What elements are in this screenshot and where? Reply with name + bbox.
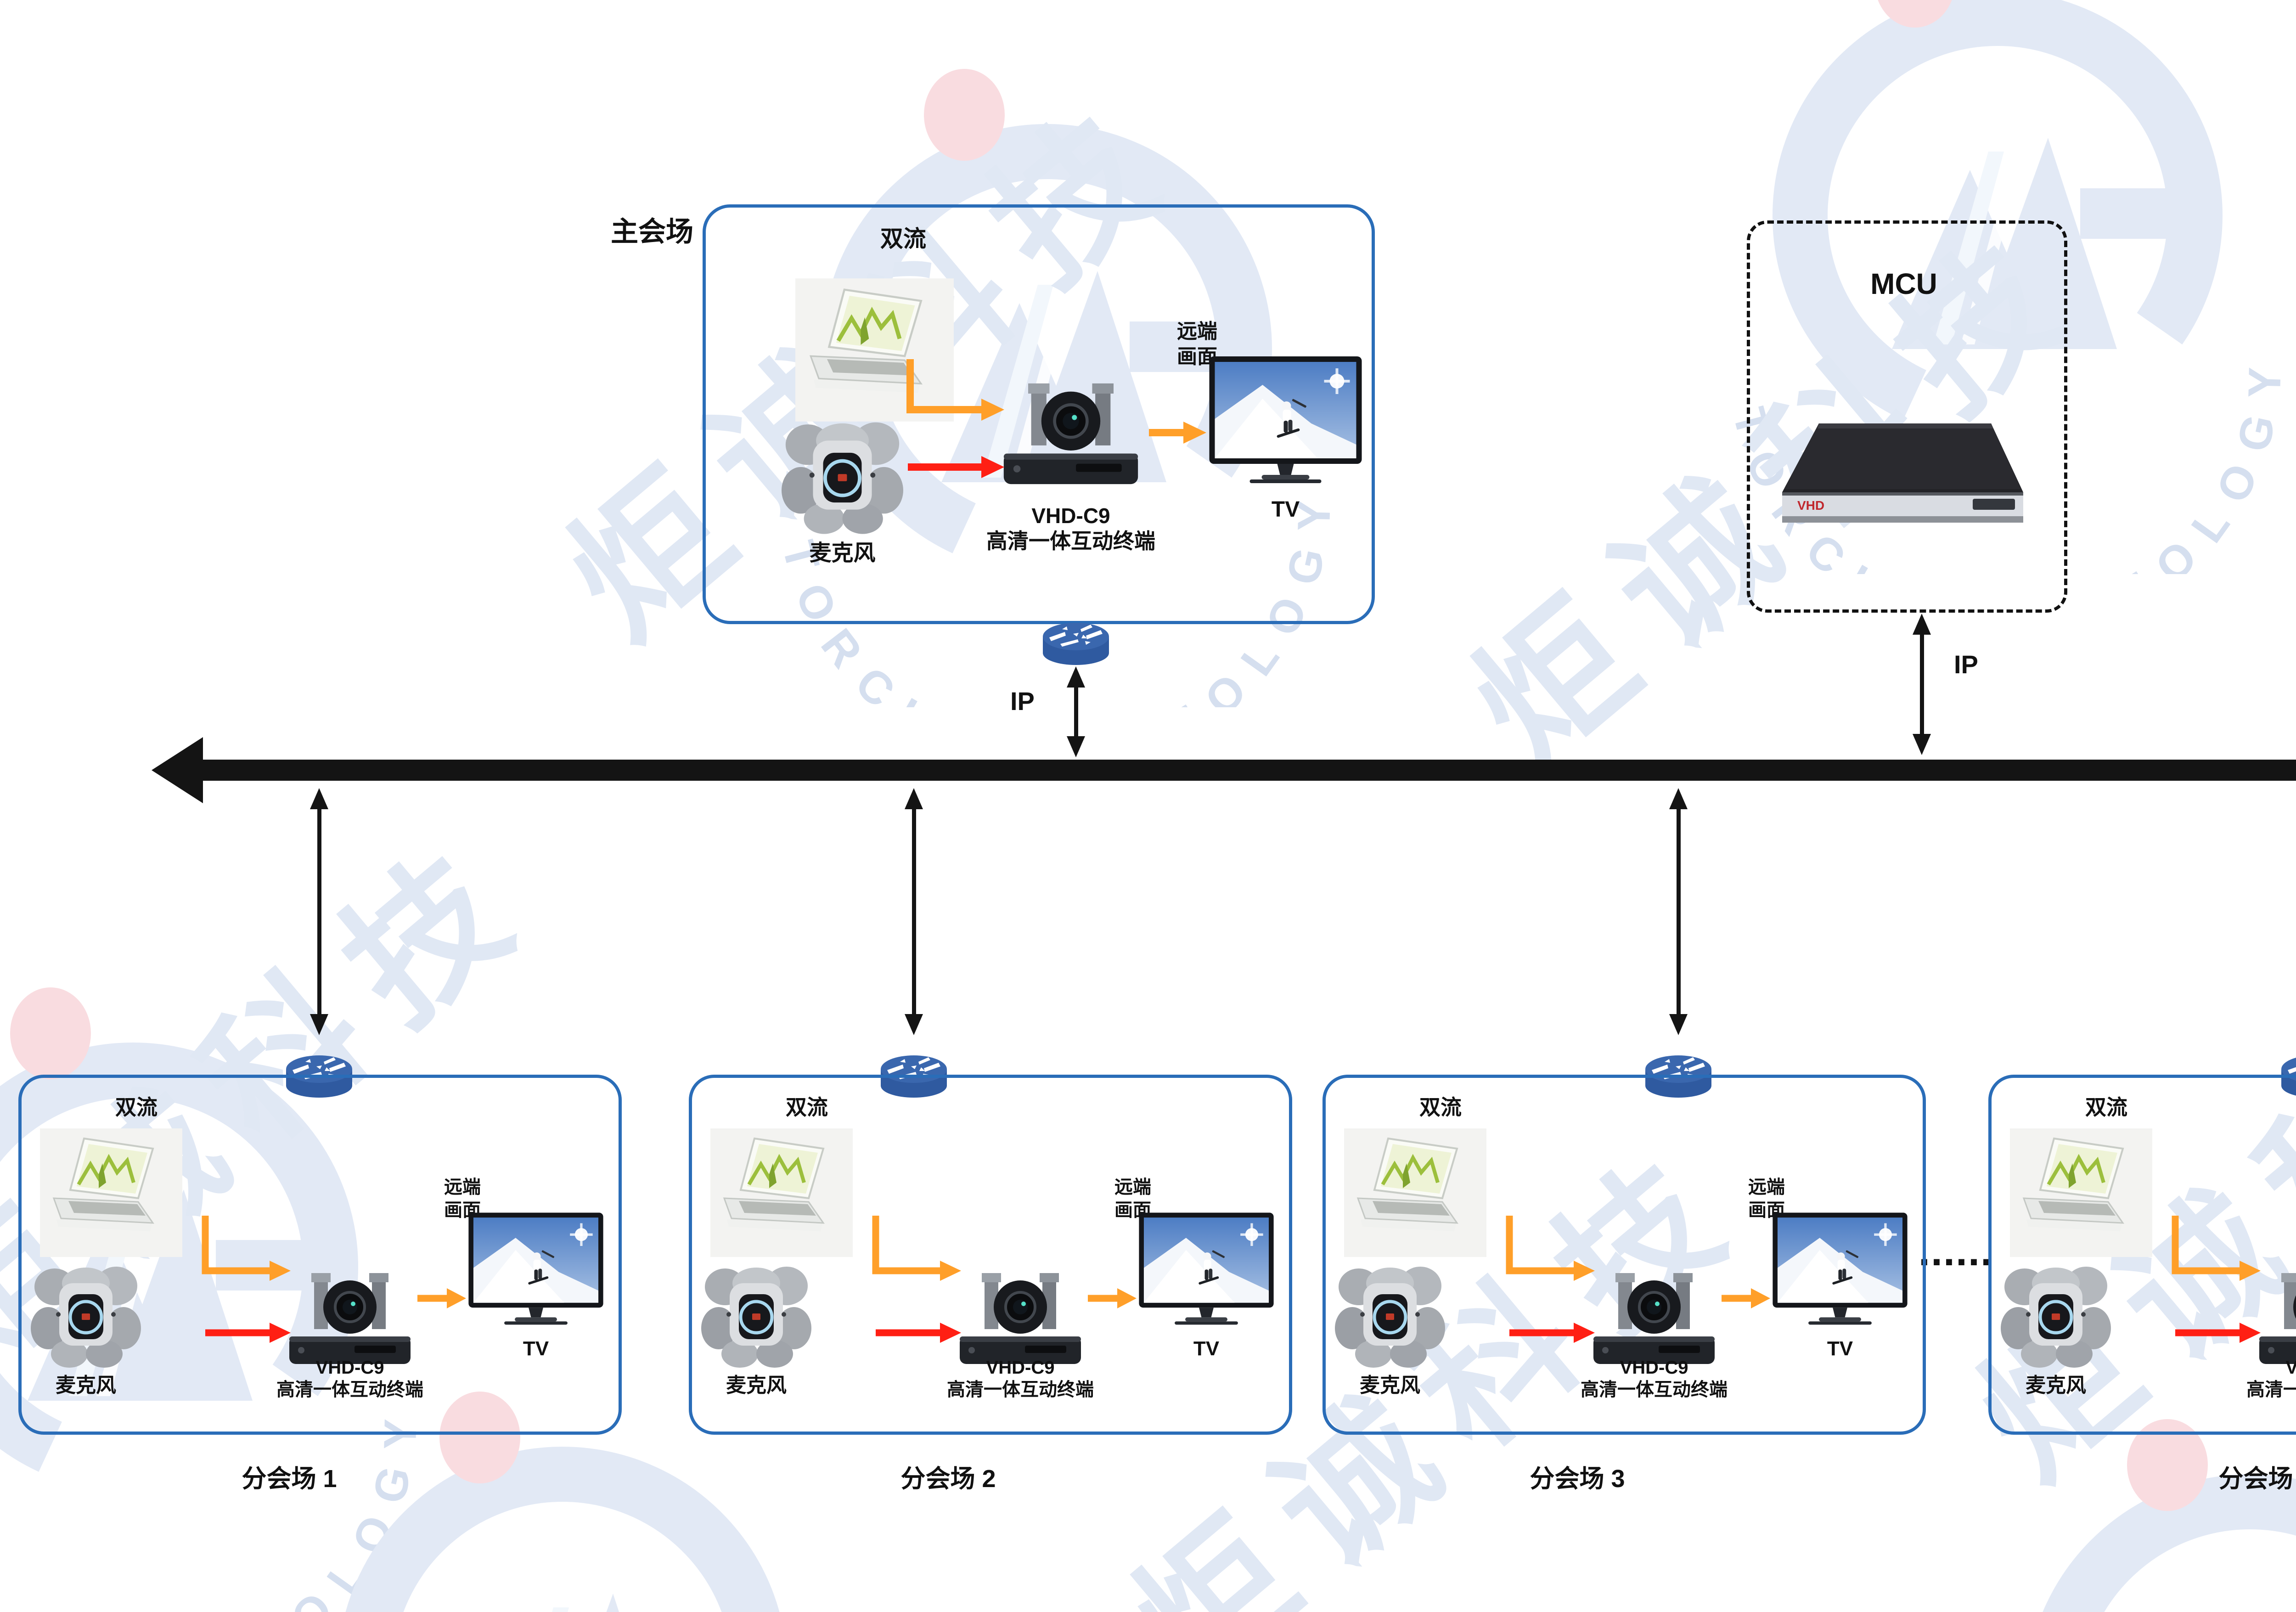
- remote-view-label-line1: 远端: [1114, 1177, 1151, 1197]
- main-venue-box: 双流 麦克风 VHD-C9 高清一体互动终端 远端 画面 TV: [703, 204, 1375, 624]
- more-venues-ellipsis: ......: [1919, 1229, 1993, 1274]
- terminal-model-label: VHD-C9: [315, 1358, 384, 1378]
- mcu-server-icon: [1775, 398, 2032, 550]
- terminal-name-label: 高清一体互动终端: [276, 1380, 423, 1400]
- terminal-model-label: VHD-C9: [986, 1358, 1055, 1378]
- tv-label: TV: [1271, 497, 1300, 522]
- ip-label-main: IP: [1010, 687, 1035, 716]
- mcu-title: MCU: [1870, 267, 1937, 300]
- signal-flow-arrows: [692, 1078, 1289, 1432]
- bus-link-venue-3: [1669, 788, 1688, 1035]
- terminal-model-label: VHD-C9: [1031, 504, 1110, 528]
- ip-network-bus: [152, 737, 2296, 803]
- tv-label: TV: [1193, 1337, 1220, 1360]
- remote-view-label-line1: 远端: [1748, 1177, 1785, 1197]
- branch-venue-box: 双流 麦克风 VHD-C9 高清一体互动终端 远端 画面 TV: [18, 1075, 622, 1435]
- terminal-model-label: VHD-C9: [2285, 1358, 2296, 1378]
- signal-flow-arrows: [1992, 1078, 2296, 1432]
- venue-name-3: 分会场 3: [1530, 1465, 1625, 1493]
- dual-stream-label: 双流: [1419, 1095, 1462, 1119]
- microphone-label: 麦克风: [1360, 1374, 1420, 1397]
- venue-name-2: 分会场 2: [900, 1465, 996, 1493]
- terminal-name-label: 高清一体互动终端: [947, 1380, 1094, 1400]
- terminal-name-label: 高清一体互动终端: [2246, 1380, 2296, 1400]
- terminal-name-label: 高清一体互动终端: [1581, 1380, 1728, 1400]
- branch-venue-box: 双流 麦克风 VHD-C9 高清一体互动终端 远端 画面 TV: [689, 1075, 1292, 1435]
- signal-flow-arrows: [22, 1078, 619, 1432]
- mcu-box: MCU: [1747, 220, 2067, 613]
- branch-venue-box: 双流 麦克风 VHD-C9 高清一体互动终端 远端 画面 TV: [1322, 1075, 1926, 1435]
- microphone-label: 麦克风: [2026, 1374, 2086, 1397]
- dual-stream-label: 双流: [880, 226, 926, 252]
- ip-link-main: [1067, 666, 1085, 757]
- tv-label: TV: [523, 1337, 549, 1360]
- terminal-model-label: VHD-C9: [1620, 1358, 1688, 1378]
- remote-view-label-line1: 远端: [1177, 320, 1217, 343]
- microphone-label: 麦克风: [809, 541, 876, 565]
- remote-view-label-line1: 远端: [444, 1177, 481, 1197]
- main-venue-title: 主会场: [611, 216, 693, 247]
- bus-link-venue-2: [905, 788, 923, 1035]
- venue-name-1: 分会场 1: [242, 1465, 337, 1493]
- venue-name-4: 分会场 4: [2218, 1465, 2296, 1493]
- signal-flow-arrows: [906, 359, 1206, 478]
- ip-label-mcu: IP: [1954, 650, 1978, 679]
- tv-label: TV: [1827, 1337, 1853, 1360]
- terminal-name-label: 高清一体互动终端: [986, 529, 1155, 553]
- branch-venue-box: 双流 麦克风 VHD-C9 高清一体互动终端 远端 画面 TV: [1988, 1075, 2296, 1435]
- ip-link-mcu: [1913, 614, 1931, 755]
- dual-stream-label: 双流: [2085, 1095, 2127, 1119]
- bus-link-venue-1: [310, 788, 328, 1035]
- dual-stream-label: 双流: [786, 1095, 828, 1119]
- router-icon: [1039, 618, 1113, 666]
- signal-flow-arrows: [1326, 1078, 1923, 1432]
- dual-stream-label: 双流: [115, 1095, 158, 1119]
- microphone-label: 麦克风: [726, 1374, 787, 1397]
- microphone-label: 麦克风: [56, 1374, 116, 1397]
